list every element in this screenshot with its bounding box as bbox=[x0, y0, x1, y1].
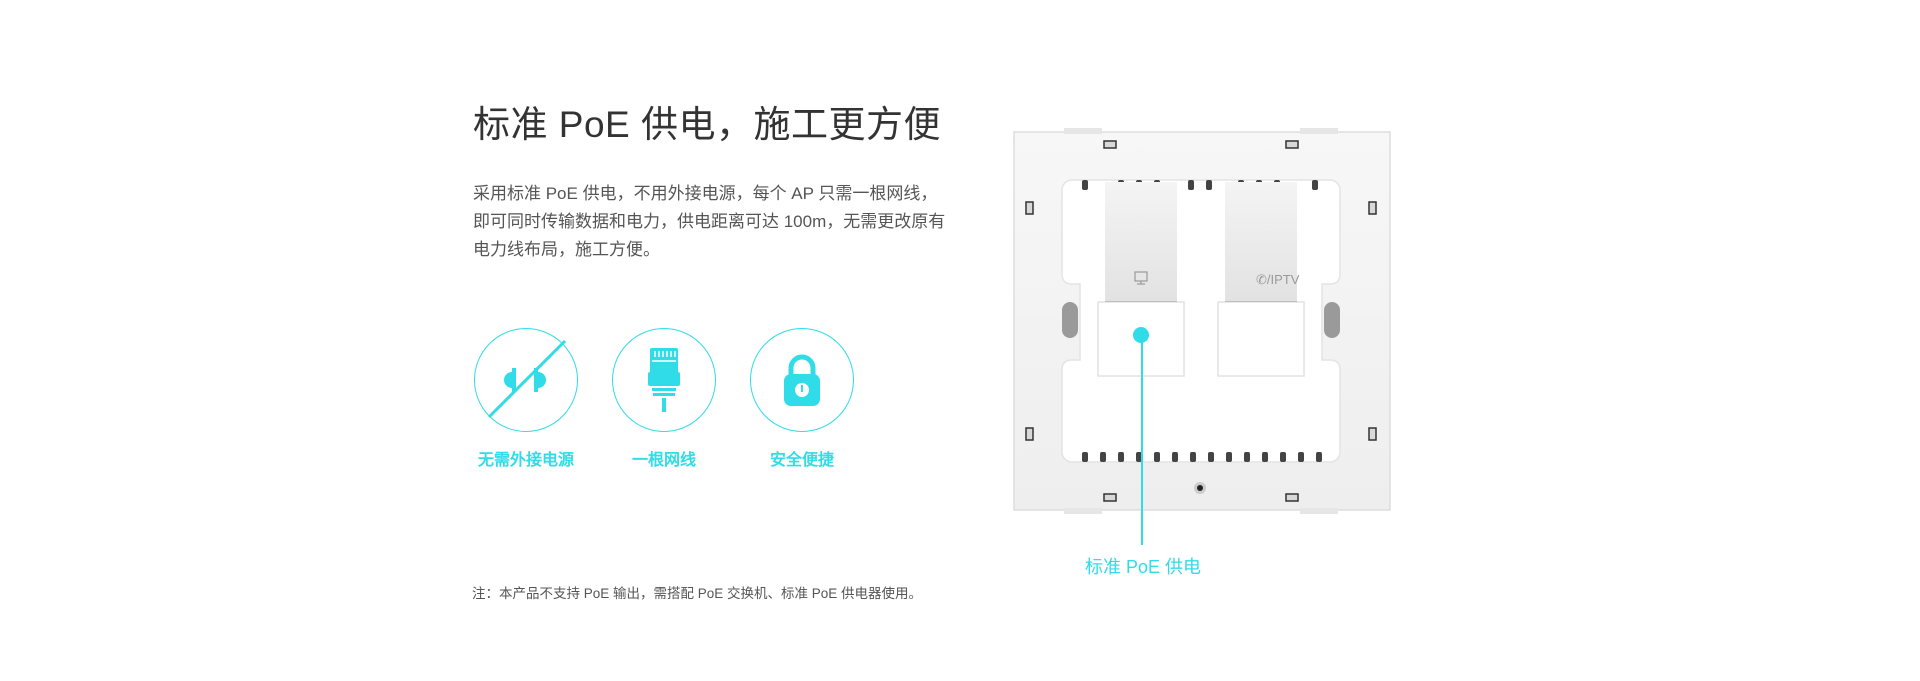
feature-safe-convenient: 安全便捷 bbox=[749, 328, 855, 470]
feature-one-cable: 一根网线 bbox=[611, 328, 717, 470]
network-port-icon bbox=[1134, 271, 1148, 285]
feature-label: 一根网线 bbox=[631, 452, 696, 469]
wall-panel-ap-back-view: ✆/IPTV bbox=[1013, 128, 1391, 514]
poe-port-callout-label: 标准 PoE 供电 bbox=[1085, 557, 1202, 577]
callout-line bbox=[1141, 335, 1143, 545]
feature-icon-circle bbox=[474, 328, 578, 432]
feature-list: 无需外接电源 一根网线 bbox=[473, 328, 855, 470]
ethernet-cable-icon bbox=[648, 348, 680, 412]
feature-icon-circle bbox=[612, 328, 716, 432]
page-title: 标准 PoE 供电，施工更方便 bbox=[473, 104, 941, 145]
iptv-port-label: ✆/IPTV bbox=[1256, 272, 1300, 287]
footnote: 注：本产品不支持 PoE 输出，需搭配 PoE 交换机、标准 PoE 供电器使用… bbox=[472, 586, 923, 601]
padlock-icon bbox=[784, 354, 820, 406]
feature-icon-circle bbox=[750, 328, 854, 432]
feature-label: 安全便捷 bbox=[769, 452, 834, 469]
feature-no-external-power: 无需外接电源 bbox=[473, 328, 579, 470]
description: 采用标准 PoE 供电，不用外接电源，每个 AP 只需一根网线，即可同时传输数据… bbox=[473, 184, 946, 259]
callout-dot bbox=[1133, 327, 1149, 343]
no-power-plug-icon bbox=[487, 339, 566, 418]
feature-label: 无需外接电源 bbox=[477, 452, 574, 469]
